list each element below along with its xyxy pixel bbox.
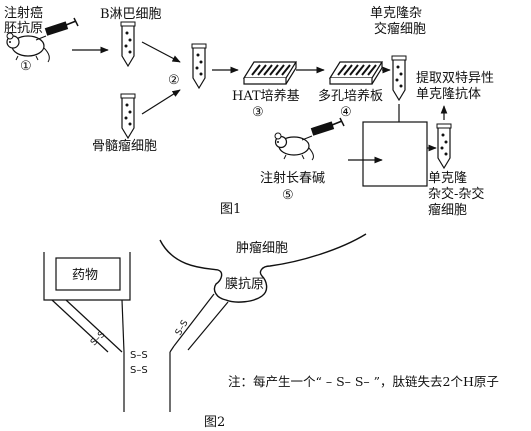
label-inject-tumor-2: 胚抗原 (4, 21, 43, 36)
test-tube-myeloma (120, 93, 136, 140)
test-tube-b-cell (120, 21, 136, 68)
figure2-caption: 图2 (204, 415, 225, 430)
mouse-icon-2 (274, 132, 314, 161)
figure1-caption: 图1 (220, 202, 241, 217)
drug-holder (43, 252, 131, 301)
tumor-cell-membrane (159, 233, 367, 303)
label-extract-2: 单克隆抗体 (416, 87, 481, 102)
test-tube-fusion (191, 43, 207, 90)
step-4: ④ (340, 105, 352, 120)
label-inject-tumor-1: 注射癌 (4, 5, 43, 21)
label-drug: 药物 (72, 268, 98, 283)
label-hh-2: 杂交-杂交 (428, 186, 484, 202)
antibody-left-arm (51, 299, 125, 353)
arrow-myeloma-to-fusion (141, 89, 181, 115)
drug-box (55, 257, 121, 291)
label-mono-hybrid-1: 单克隆杂 (370, 6, 422, 21)
disulfide-left: S–S (89, 330, 108, 349)
culture-box (362, 121, 428, 187)
label-multiwell: 多孔培养板 (318, 88, 383, 104)
hat-culture-plate (242, 61, 298, 85)
step-1: ① (20, 59, 32, 74)
test-tube-hybrid-hybrid (436, 123, 452, 170)
label-hh-3: 瘤细胞 (428, 202, 467, 218)
label-tumor-cell: 肿瘤细胞 (236, 240, 288, 256)
syringe-icon-2 (301, 117, 345, 141)
mouse-icon (6, 32, 50, 63)
label-hat: HAT培养基 (232, 88, 300, 104)
arrow-bcell-to-fusion (141, 41, 181, 63)
disulfide-middle-2: S–S (130, 365, 148, 376)
step-5: ⑤ (282, 188, 294, 203)
label-hh-1: 单克隆 (428, 171, 467, 186)
step-3: ③ (252, 105, 264, 120)
step-2: ② (168, 73, 180, 88)
label-mono-hybrid-2: 交瘤细胞 (374, 21, 426, 37)
multiwell-plate (328, 61, 384, 85)
label-inject-vinc: 注射长春碱 (260, 170, 325, 186)
disulfide-middle-1: S–S (130, 350, 148, 361)
label-extract-1: 提取双特异性 (416, 70, 494, 86)
figure2-note: 注：每产生一个“ – S– S– ”，肽链失去2个H原子 (228, 374, 499, 389)
syringe-icon (35, 17, 79, 41)
label-b-cell: B淋巴细胞 (100, 7, 162, 22)
label-myeloma: 骨髓瘤细胞 (92, 138, 157, 154)
antibody-right-arm (169, 293, 229, 353)
label-membrane-antigen: 膜抗原 (225, 277, 264, 292)
test-tube-mono-hybrid (391, 55, 407, 102)
